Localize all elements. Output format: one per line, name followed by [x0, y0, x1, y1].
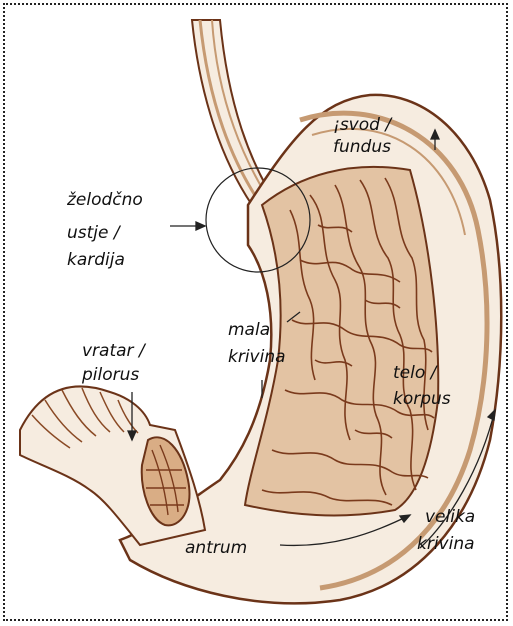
label-lesser-curvature-line-2: krivina: [228, 347, 286, 367]
label-body-line-2: korpus: [393, 389, 451, 409]
label-lesser-curvature-line-1: mala: [228, 320, 270, 340]
label-cardia-line-3: kardija: [67, 250, 125, 270]
label-fundus-line-2: fundus: [333, 137, 391, 157]
label-antrum: antrum: [185, 538, 247, 558]
label-cardia-line-1: želodčno: [66, 190, 143, 210]
label-cardia-line-2: ustje /: [67, 223, 122, 243]
label-pylorus: vratar / pilorus: [81, 341, 147, 385]
label-greater-curvature-line-2: krivina: [417, 534, 475, 554]
label-pylorus-line-1: vratar /: [82, 341, 147, 361]
label-pylorus-line-2: pilorus: [81, 365, 139, 385]
label-fundus-line-1: ¡svod /: [333, 115, 393, 135]
duodenum: [20, 386, 205, 545]
label-greater-curvature-line-1: velika: [425, 507, 475, 527]
label-cardia: želodčno ustje / kardija: [66, 190, 143, 270]
label-body-line-1: telo /: [393, 363, 439, 383]
